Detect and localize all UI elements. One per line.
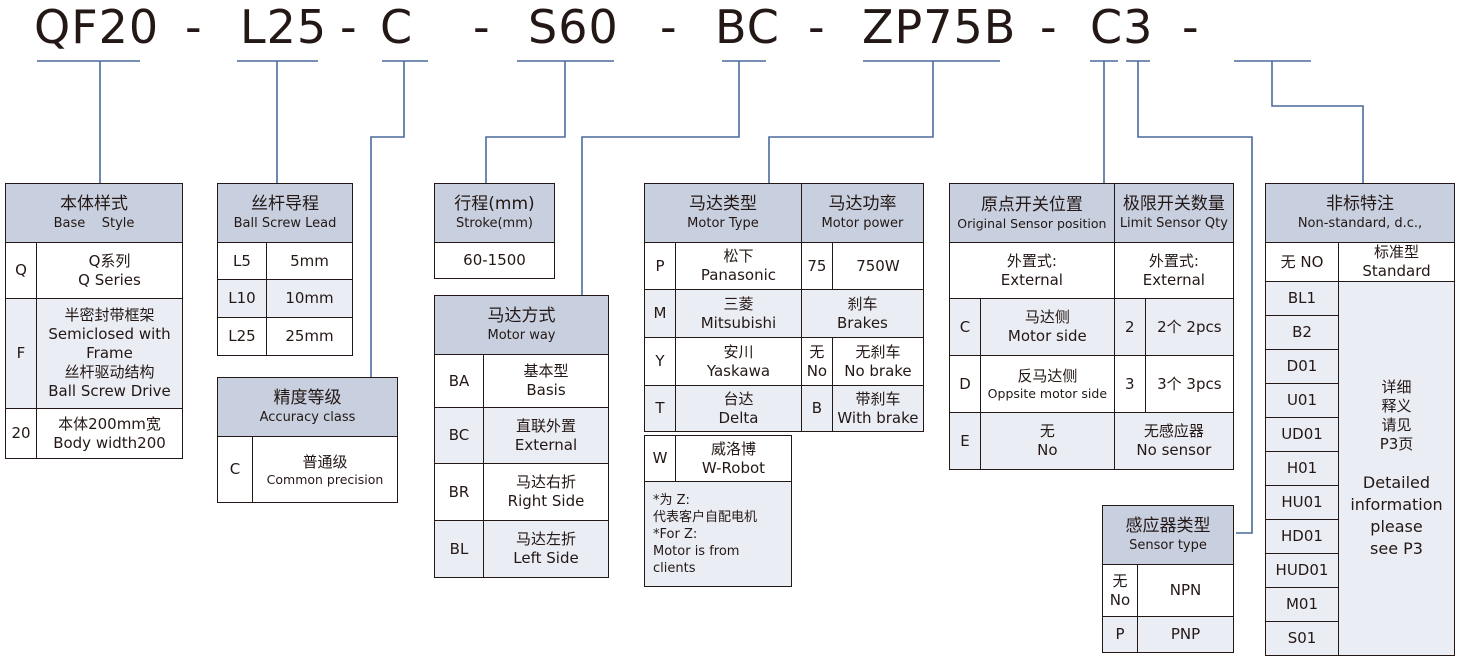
code-motor: ZP75B <box>862 0 1017 54</box>
code-separator: - <box>340 0 358 54</box>
connector-motor-way <box>581 61 740 295</box>
stroke-header: 行程(mm)Stroke(mm) <box>434 183 555 243</box>
code-stroke: S60 <box>528 0 619 54</box>
code-cell: HUD01 <box>1265 553 1339 588</box>
code-cell: M01 <box>1265 587 1339 622</box>
connector-accuracy <box>370 61 405 377</box>
connector-stroke <box>485 61 566 183</box>
table-row: 60-1500 <box>434 242 555 279</box>
table-row: 外置式:External 外置式:External <box>949 242 1235 299</box>
code-screw-lead: L25 <box>240 0 328 54</box>
code-cell: S01 <box>1265 621 1339 656</box>
code-sensor: C3 <box>1090 0 1154 54</box>
connector-motor <box>768 61 934 183</box>
code-cell: H01 <box>1265 451 1339 486</box>
code-cell: BL1 <box>1265 281 1339 316</box>
code-cell: U01 <box>1265 383 1339 418</box>
stroke-table: 行程(mm)Stroke(mm) 60-1500 <box>434 183 555 279</box>
base-style-header: 本体样式 Base Style <box>5 183 183 243</box>
code-cell: HU01 <box>1265 485 1339 520</box>
code-separator: - <box>1040 0 1058 54</box>
code-base-style: QF20 <box>34 0 160 54</box>
table-row: P PNP <box>1102 616 1234 653</box>
code-separator: - <box>660 0 678 54</box>
code-accuracy: C <box>380 0 414 54</box>
code-cell: D01 <box>1265 349 1339 384</box>
code-cell: UD01 <box>1265 417 1339 452</box>
code-separator: - <box>185 0 203 54</box>
option-code: 20 <box>5 408 37 459</box>
connector-non-standard <box>1271 61 1364 183</box>
option-code: Q <box>5 242 37 299</box>
code-cell: B2 <box>1265 315 1339 350</box>
option-code: F <box>5 298 37 409</box>
code-cell: HD01 <box>1265 519 1339 554</box>
code-separator: - <box>808 0 826 54</box>
code-separator: - <box>473 0 491 54</box>
stroke-range: 60-1500 <box>434 242 555 279</box>
connector-sensor-type <box>1137 61 1253 534</box>
table-row: 无 NO 标准型 Standard <box>1265 242 1455 282</box>
code-separator: - <box>1182 0 1200 54</box>
code-motor-way: BC <box>715 0 780 54</box>
